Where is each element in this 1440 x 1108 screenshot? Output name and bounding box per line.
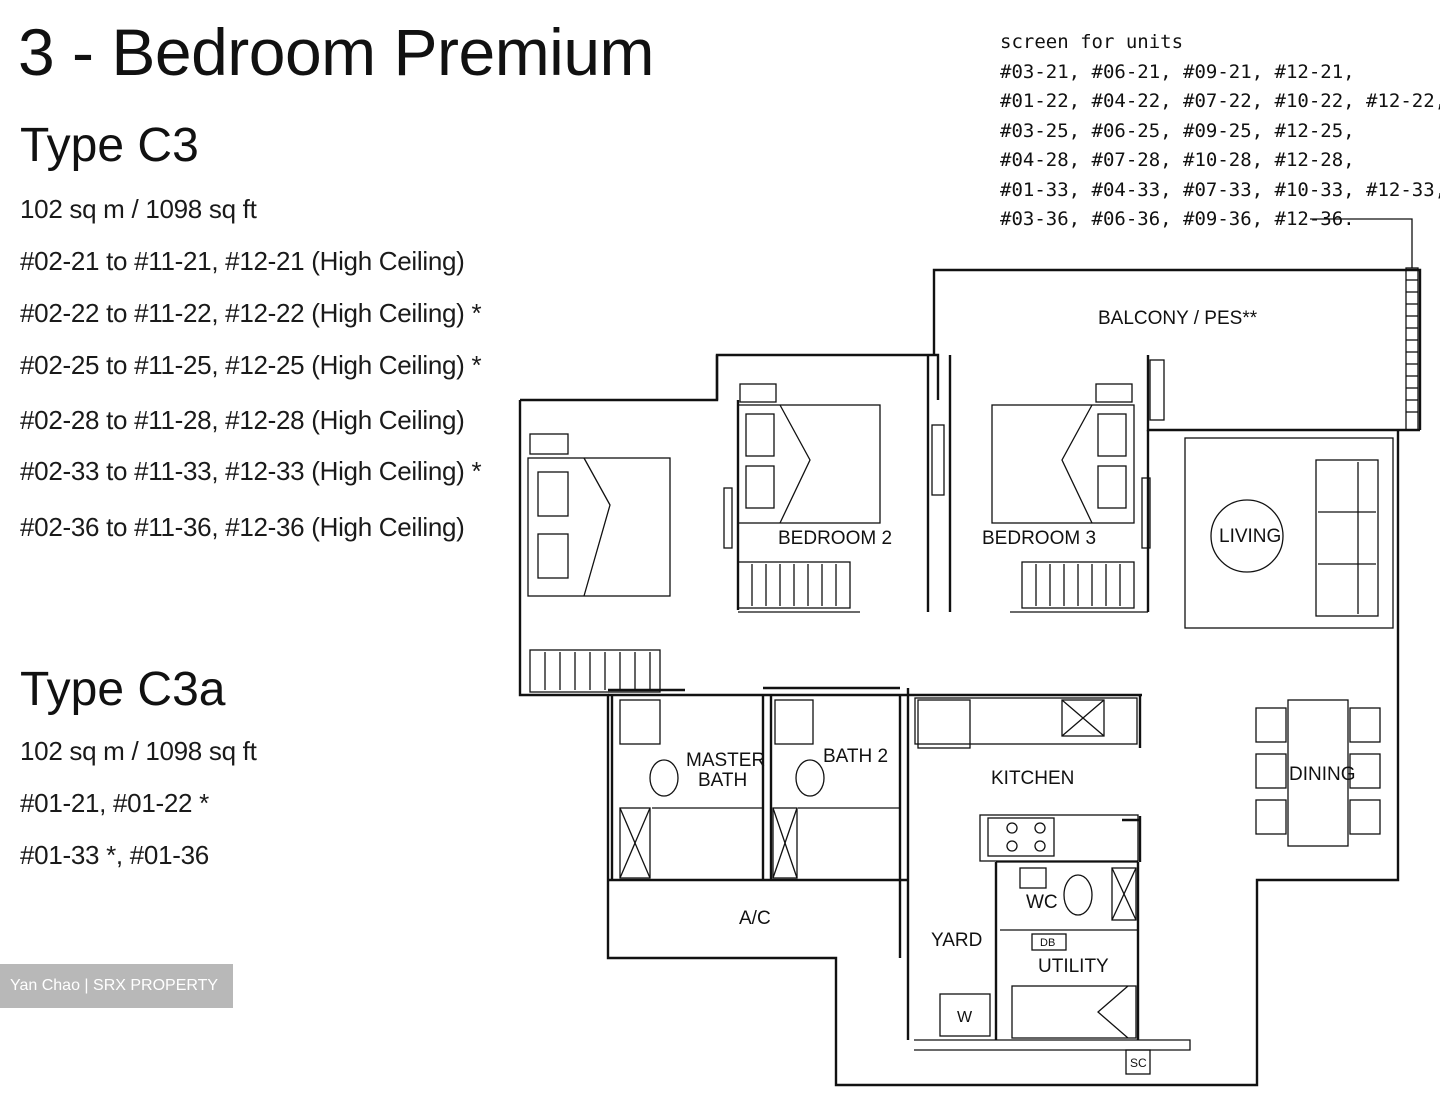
watermark-banner: Yan Chao | SRX PROPERTY — [0, 964, 233, 1008]
bedroom-3-wardrobe-icon — [1021, 561, 1135, 609]
kitchen-counter-icon — [914, 697, 1139, 862]
type-c3-unit-line: #02-33 to #11-33, #12-33 (High Ceiling) … — [20, 456, 482, 486]
db-label: DB — [1040, 937, 1055, 949]
master-bath-label: BATH — [698, 770, 747, 791]
unit-outline — [518, 268, 1422, 1087]
door-icons — [723, 359, 1165, 549]
type-c3a-unit-line: #01-21, #01-22 * — [20, 788, 209, 818]
bedroom-2-bed-icon — [737, 383, 881, 524]
bedroom-3-label: BEDROOM 3 — [982, 528, 1096, 549]
bedroom-2-wardrobe-icon — [737, 561, 851, 609]
balcony-screen — [1405, 267, 1419, 431]
bath-2-fixtures — [772, 699, 900, 879]
screen-note-line: #03-25, #06-25, #09-25, #12-25, — [1000, 119, 1355, 142]
utility-bed-icon — [1011, 985, 1137, 1039]
type-c3-unit-line: #02-28 to #11-28, #12-28 (High Ceiling) — [20, 405, 465, 435]
washer-label: W — [957, 1009, 973, 1026]
living-label: LIVING — [1219, 526, 1281, 547]
kitchen-label: KITCHEN — [991, 768, 1074, 789]
screen-units-note: screen for units #03-21, #06-21, #09-21,… — [1000, 28, 1440, 235]
wc-label: WC — [1026, 892, 1058, 913]
sc-box — [1125, 1049, 1151, 1075]
type-c3-unit-line: #02-25 to #11-25, #12-25 (High Ceiling) … — [20, 350, 482, 380]
screen-note-heading: screen for units — [1000, 31, 1184, 53]
type-c3-unit-line: #02-22 to #11-22, #12-22 (High Ceiling) … — [20, 298, 482, 328]
sc-label: SC — [1130, 1056, 1147, 1070]
master-bath-label: MASTER — [686, 750, 765, 771]
type-c3-unit-line: #02-36 to #11-36, #12-36 (High Ceiling) — [20, 512, 465, 542]
bedroom-3-bed-icon — [991, 383, 1135, 524]
screen-note-line: #04-28, #07-28, #10-28, #12-28, — [1000, 149, 1355, 171]
note-leader-line — [1310, 218, 1413, 268]
utility-label: UTILITY — [1038, 956, 1109, 977]
type-c3a-unit-line: #01-33 *, #01-36 — [20, 840, 209, 870]
type-c3-area: 102 sq m / 1098 sq ft — [20, 194, 257, 224]
sofa-icon — [1315, 459, 1379, 617]
ac-ledge-label: A/C — [739, 908, 771, 929]
wc-fixtures — [1019, 867, 1137, 921]
master-bed-icon — [527, 433, 671, 597]
balcony-label: BALCONY / PES** — [1098, 308, 1258, 329]
screen-note-line: #01-33, #04-33, #07-33, #10-33, #12-33, — [1000, 178, 1440, 201]
bath-2-label: BATH 2 — [823, 746, 888, 767]
screen-note-line: #01-22, #04-22, #07-22, #10-22, #12-22, — [1000, 90, 1440, 112]
living-label-circle — [1210, 499, 1284, 573]
dining-table-icon — [1255, 699, 1381, 847]
washer-box — [939, 993, 991, 1037]
master-bath-fixtures — [619, 699, 762, 879]
master-wardrobe-icon — [529, 649, 661, 693]
dining-label: DINING — [1289, 764, 1356, 785]
type-c3a-heading: Type C3a — [20, 663, 226, 716]
screen-note-line: #03-36, #06-36, #09-36, #12-36. — [1000, 208, 1355, 230]
bedroom-2-label: BEDROOM 2 — [778, 528, 892, 549]
page-title: 3 - Bedroom Premium — [18, 15, 655, 89]
screen-note-line: #03-21, #06-21, #09-21, #12-21, — [1000, 60, 1355, 83]
db-box — [1031, 933, 1067, 951]
type-c3-heading: Type C3 — [20, 119, 199, 172]
type-c3a-area: 102 sq m / 1098 sq ft — [20, 736, 257, 766]
interior-walls — [608, 355, 1394, 1040]
type-c3-unit-line: #02-21 to #11-21, #12-21 (High Ceiling) — [20, 246, 465, 276]
yard-label: YARD — [931, 930, 982, 951]
